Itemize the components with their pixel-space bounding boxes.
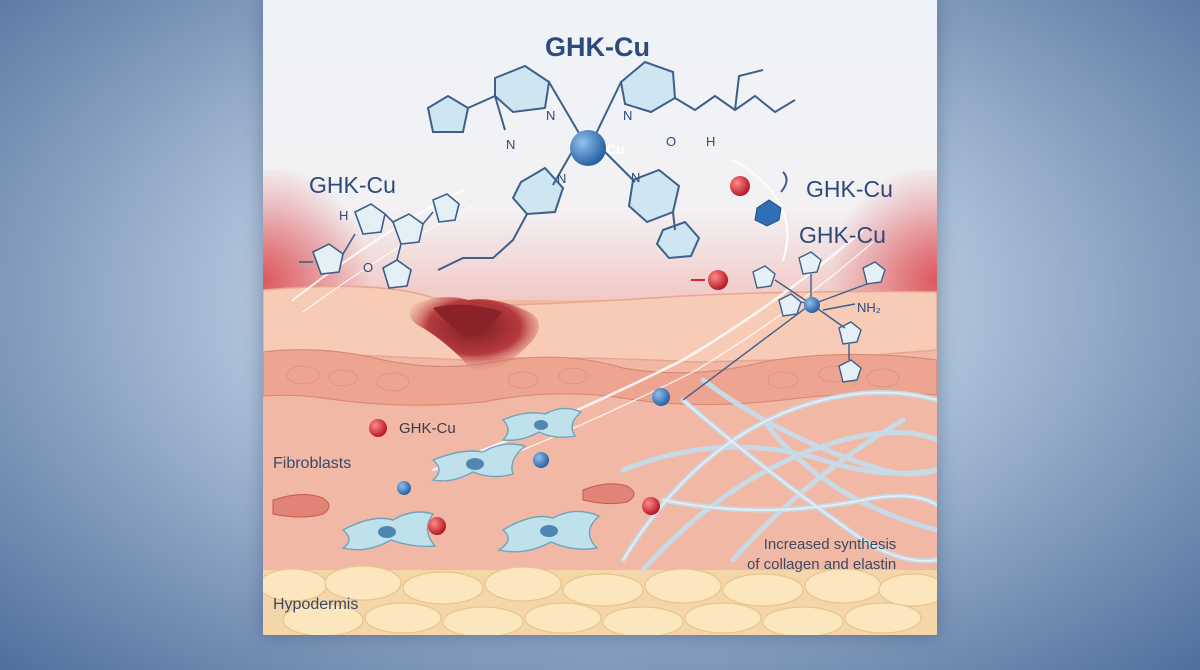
cell-texture <box>286 365 900 392</box>
copper-particle-2 <box>397 481 411 495</box>
atom-n5: N <box>631 170 640 185</box>
main-title: GHK-Cu <box>545 32 650 62</box>
atom-n2: N <box>546 108 555 123</box>
left-molecule-bonds <box>299 211 434 263</box>
atom-n3: N <box>623 108 632 123</box>
ghk-label-right-1: GHK-Cu <box>806 176 893 202</box>
fat-cells <box>263 565 937 635</box>
illustration-svg: N N N N N O H H O NH₂ <box>263 0 937 635</box>
copper-label: Cu <box>606 141 625 157</box>
red-particle-right <box>642 497 660 515</box>
main-molecule <box>426 60 701 260</box>
atom-h1: H <box>706 134 715 149</box>
ghk-label-left: GHK-Cu <box>309 172 396 198</box>
right-molecule <box>752 251 886 383</box>
fibroblasts-label: Fibroblasts <box>273 455 352 472</box>
left-molecule <box>312 193 460 289</box>
red-particle-mid <box>708 270 728 290</box>
bracket-arc <box>780 171 788 193</box>
synthesis-line-1: Increased synthesis <box>763 536 897 553</box>
red-particle-top <box>730 176 750 196</box>
synthesis-caption: Increased synthesis of collagen and elas… <box>747 535 896 575</box>
wound-core <box>433 304 503 338</box>
atom-n4: N <box>557 171 566 186</box>
collagen-highlights <box>622 391 937 562</box>
main-molecule-bonds <box>437 69 796 271</box>
copper-ion-trail <box>652 388 670 406</box>
hypodermis-label: Hypodermis <box>273 596 359 613</box>
atom-o1: O <box>666 134 676 149</box>
synthesis-line-2: of collagen and elastin <box>747 556 897 573</box>
ghk-label-small: GHK-Cu <box>399 420 456 437</box>
copper-particle-1 <box>533 452 549 468</box>
atom-o2: O <box>363 260 373 275</box>
copper-ion-main <box>570 130 606 166</box>
atom-n1: N <box>506 137 515 152</box>
atom-nh2: NH₂ <box>857 300 881 315</box>
red-particle-label <box>369 419 387 437</box>
red-fibroblasts <box>272 483 635 518</box>
copper-ion-right <box>804 297 820 313</box>
atom-h2: H <box>339 208 348 223</box>
blue-hexagon <box>754 199 782 227</box>
ghk-label-right-2: GHK-Cu <box>799 222 886 248</box>
fibroblast-nuclei <box>378 420 558 538</box>
red-particle-low <box>428 517 446 535</box>
illustration-panel: N N N N N O H H O NH₂ <box>263 0 937 635</box>
